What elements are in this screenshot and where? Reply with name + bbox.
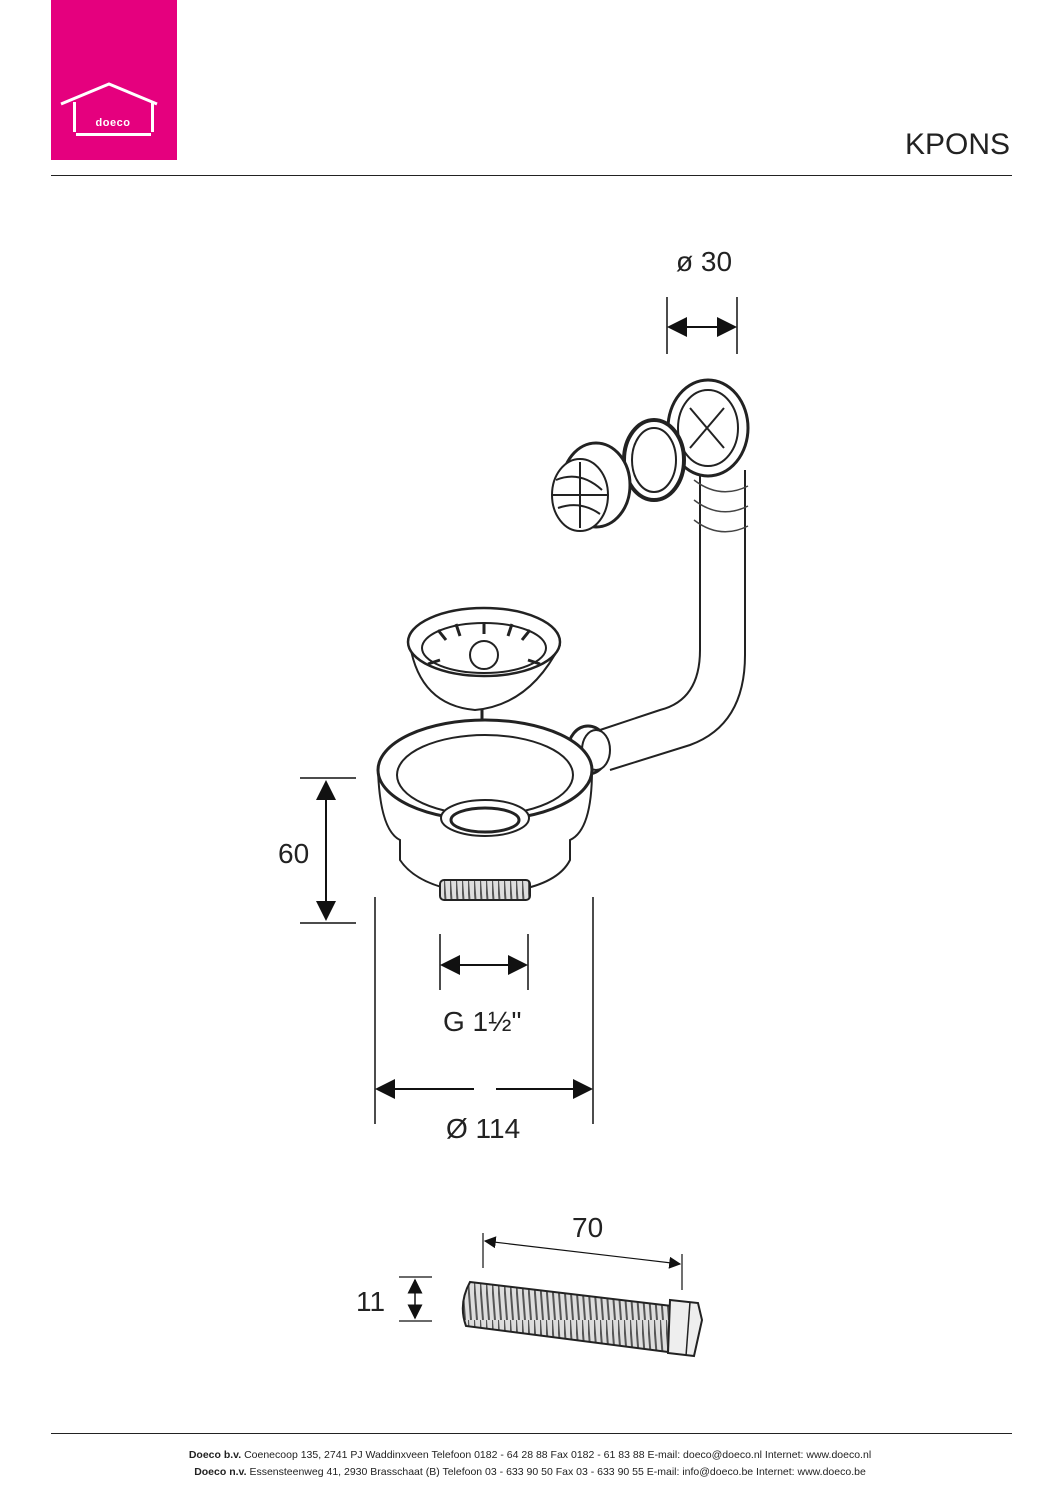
screw bbox=[399, 1233, 704, 1358]
header-divider bbox=[51, 175, 1012, 176]
product-code: KPONS bbox=[904, 128, 1010, 161]
screw-diameter-label: 11 bbox=[356, 1286, 386, 1317]
outlet-diameter-label: ø 30 bbox=[676, 246, 733, 277]
footer-line-nl: Doeco b.v. Coenecoop 135, 2741 PJ Waddin… bbox=[0, 1449, 1060, 1461]
house-logo-icon bbox=[60, 82, 158, 136]
doeco-logo: doeco bbox=[51, 0, 177, 160]
basket-diameter-label: Ø 114 bbox=[446, 1113, 521, 1144]
height-label: 60 bbox=[278, 838, 310, 869]
outlet-diameter-dimension bbox=[666, 297, 738, 354]
footer-address-nl: Coenecoop 135, 2741 PJ Waddinxveen Telef… bbox=[244, 1449, 872, 1461]
strainer-basket bbox=[406, 606, 562, 765]
footer-company-nl: Doeco b.v. bbox=[188, 1449, 242, 1461]
footer-divider bbox=[51, 1433, 1012, 1434]
screw-length-label: 70 bbox=[572, 1212, 604, 1243]
footer-line-be: Doeco n.v. Essensteenweg 41, 2930 Brassc… bbox=[0, 1466, 1060, 1478]
thread-dimension bbox=[439, 934, 529, 990]
basket-diameter-dimension bbox=[374, 897, 594, 1124]
height-dimension bbox=[300, 777, 356, 924]
logo-text: doeco bbox=[95, 117, 131, 129]
footer-company-be: Doeco n.v. bbox=[194, 1466, 247, 1478]
footer-address-be: Essensteenweg 41, 2930 Brasschaat (B) Te… bbox=[249, 1466, 866, 1478]
thread-label: G 1½" bbox=[443, 1006, 522, 1037]
drain-body bbox=[376, 718, 594, 901]
overflow-assembly bbox=[551, 378, 750, 776]
